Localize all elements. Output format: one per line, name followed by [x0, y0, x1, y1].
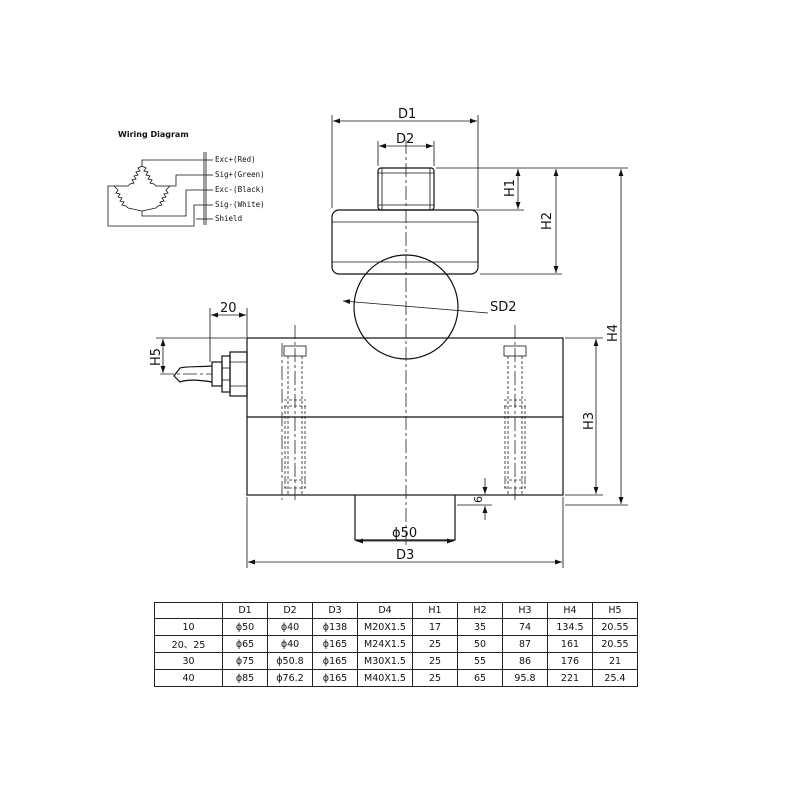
header-cell: H4: [547, 602, 593, 619]
resistor-bottom-right: [155, 185, 171, 209]
dimension-20: 20: [209, 301, 248, 362]
dimension-6: 6: [457, 478, 492, 520]
resistor-bottom-left: [113, 185, 129, 209]
dimension-h4: H4: [562, 167, 628, 506]
table-cell: 161: [547, 635, 593, 653]
table-cell: 30: [154, 652, 223, 670]
header-cell: D4: [357, 602, 413, 619]
dimension-h5: H5: [149, 337, 246, 373]
dimension-d3: D3: [246, 497, 564, 568]
table-cell: ϕ50: [222, 618, 268, 636]
wire-label-sig-plus: Sig+(Green): [215, 170, 265, 179]
table-cell: ϕ50.8: [267, 652, 313, 670]
table-cell: 176: [547, 652, 593, 670]
table-cell: 55: [457, 652, 503, 670]
table-cell: M24X1.5: [357, 635, 413, 653]
dimension-h3: H3: [565, 337, 603, 496]
wiring-title: Wiring Diagram: [118, 130, 189, 139]
dimension-h2: H2: [480, 167, 562, 275]
dimension-d1: D1: [331, 107, 479, 208]
table-cell: 40: [154, 669, 223, 687]
d1-label: D1: [398, 107, 416, 122]
h3-label: H3: [582, 412, 597, 430]
table-cell: 25: [412, 635, 458, 653]
table-cell: 25: [412, 669, 458, 687]
resistor-top-left: [127, 165, 143, 187]
table-cell: 20、25: [154, 635, 223, 653]
table-cell: 35: [457, 618, 503, 636]
sd2-label: SD2: [490, 300, 517, 315]
table-row: 30 ϕ75 ϕ50.8 ϕ165 M30X1.5 25 55 86 176 2…: [154, 652, 638, 670]
header-cell: H5: [592, 602, 638, 619]
table-cell: 10: [154, 618, 223, 636]
table-cell: ϕ165: [312, 669, 358, 687]
load-cell-body: [173, 337, 564, 541]
table-row: 10 ϕ50 ϕ40 ϕ138 M20X1.5 17 35 74 134.5 2…: [154, 618, 638, 636]
table-cell: ϕ85: [222, 669, 268, 687]
head-cylinder: [331, 209, 479, 275]
table-row: 20、25 ϕ65 ϕ40 ϕ165 M24X1.5 25 50 87 161 …: [154, 635, 638, 653]
wire-label-exc-minus: Exc-(Black): [215, 185, 265, 194]
table-cell: 25.4: [592, 669, 638, 687]
table-cell: 95.8: [502, 669, 548, 687]
wire-label-exc-plus: Exc+(Red): [215, 155, 256, 164]
table-cell: ϕ76.2: [267, 669, 313, 687]
table-cell: 20.55: [592, 618, 638, 636]
dimension-phi50: ϕ50: [356, 526, 454, 544]
header-cell: H3: [502, 602, 548, 619]
table-cell: M40X1.5: [357, 669, 413, 687]
phi50-label: ϕ50: [392, 526, 417, 541]
cable-gland: [173, 351, 248, 397]
table-cell: M20X1.5: [357, 618, 413, 636]
header-cell: D3: [312, 602, 358, 619]
wire-label-sig-minus: Sig-(White): [215, 200, 265, 209]
table-cell: M30X1.5: [357, 652, 413, 670]
header-cell: D1: [222, 602, 268, 619]
table-cell: 25: [412, 652, 458, 670]
table-cell: 65: [457, 669, 503, 687]
dimension-sd2: SD2: [342, 299, 517, 315]
table-cell: ϕ40: [267, 618, 313, 636]
wiring-diagram: Wiring Diagram Exc+(Red: [107, 130, 265, 227]
wire-label-shield: Shield: [215, 214, 242, 223]
w20-label: 20: [220, 301, 237, 316]
table-cell: 20.55: [592, 635, 638, 653]
table-cell: ϕ165: [312, 635, 358, 653]
dimension-h1: H1: [436, 167, 524, 211]
dimension-d2: D2: [377, 132, 435, 166]
table-header-row: D1 D2 D3 D4 H1 H2 H3 H4 H5: [154, 602, 638, 619]
h2-label: H2: [540, 212, 555, 230]
table-cell: ϕ138: [312, 618, 358, 636]
h4-label: H4: [606, 324, 621, 342]
table-cell: ϕ165: [312, 652, 358, 670]
cable: [173, 365, 213, 383]
table-cell: ϕ65: [222, 635, 268, 653]
h5-label: H5: [149, 348, 164, 366]
table-cell: 86: [502, 652, 548, 670]
table-cell: 50: [457, 635, 503, 653]
table-cell: 17: [412, 618, 458, 636]
d3-label: D3: [396, 548, 414, 563]
table-row: 40 ϕ85 ϕ76.2 ϕ165 M40X1.5 25 65 95.8 221…: [154, 669, 638, 687]
bridge-circuit: [107, 159, 206, 227]
spec-table: D1 D2 D3 D4 H1 H2 H3 H4 H5 10 ϕ50 ϕ40 ϕ1…: [154, 602, 638, 687]
table-cell: 87: [502, 635, 548, 653]
header-cell: H1: [412, 602, 458, 619]
table-cell: ϕ40: [267, 635, 313, 653]
table-cell: 74: [502, 618, 548, 636]
table-cell: ϕ75: [222, 652, 268, 670]
h1-label: H1: [503, 179, 518, 197]
resistor-top-right: [141, 165, 157, 187]
d2-label: D2: [396, 132, 414, 147]
six-label: 6: [472, 496, 485, 503]
table-cell: 134.5: [547, 618, 593, 636]
table-cell: 21: [592, 652, 638, 670]
header-cell: D2: [267, 602, 313, 619]
table-cell: 221: [547, 669, 593, 687]
header-cell: H2: [457, 602, 503, 619]
load-head: [331, 167, 479, 275]
header-cell: [154, 602, 223, 619]
